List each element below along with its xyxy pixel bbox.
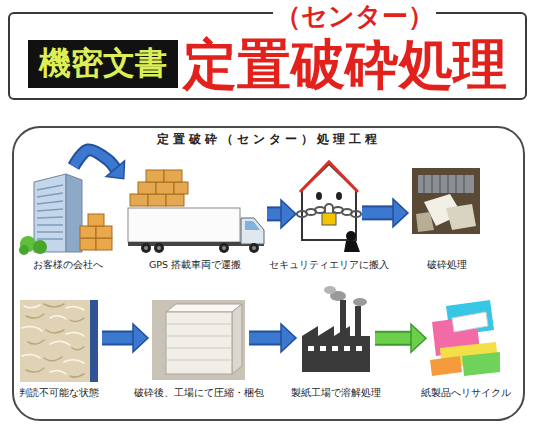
- arrow-shaft: [362, 207, 394, 218]
- step-caption: 製紙工場で溶解処理: [291, 388, 381, 398]
- arrow-head: [281, 200, 296, 228]
- flow-arrow: [102, 324, 148, 352]
- paper-bale-photo: [152, 300, 245, 380]
- step-caption: 破砕処理: [427, 260, 467, 270]
- step-caption: セキュリティエリアに搬入: [269, 260, 389, 270]
- flow-arrow: [249, 324, 296, 352]
- arrow-shaft: [102, 333, 134, 344]
- arrow-outline: [375, 331, 412, 346]
- title-ruby: （センター）: [273, 2, 436, 31]
- arrow-outline: [102, 331, 134, 346]
- flow-arrow: [267, 200, 296, 228]
- process-step: 破砕処理: [410, 163, 483, 270]
- process-step: 製紙工場で溶解処理: [298, 300, 373, 398]
- step-caption: 破砕後、工場にて圧縮・梱包: [134, 388, 264, 398]
- arrow-head: [106, 161, 124, 179]
- process-step: 判読不可能な状態: [18, 298, 100, 398]
- locked-house-illustration: [297, 162, 361, 252]
- arrow-shaft: [375, 333, 412, 344]
- step-caption: 紙製品へリサイクル: [421, 388, 511, 398]
- arrow-shaft: [249, 333, 282, 344]
- cardboard-boxes-illustration: [130, 170, 188, 206]
- arrow-shaft: [267, 208, 282, 219]
- process-step: お客様の会社へ: [20, 168, 115, 270]
- arrow-outline: [267, 206, 282, 221]
- process-step: セキュリティエリアに搬入: [298, 158, 360, 270]
- process-step: 紙製品へリサイクル: [428, 298, 503, 398]
- arrow-head: [411, 324, 426, 352]
- frame-heading: 定置破砕（センター）処理工程: [14, 133, 523, 146]
- office-building-illustration: [19, 174, 112, 255]
- label-box: 機密文書: [28, 40, 178, 88]
- process-frame: 定置破砕（センター）処理工程お客様の会社へ GPS 搭載車両で運搬 セキュリティエリ…: [12, 126, 525, 421]
- truck-illustration: [128, 208, 264, 253]
- title-text: 定置破砕処理: [183, 38, 507, 92]
- process-step: GPS 搭載車両で運搬: [125, 168, 265, 270]
- arrow-outline: [74, 150, 116, 170]
- paper-mill-illustration: [302, 286, 370, 372]
- header-box: （センター）定置破砕処理機密文書: [8, 12, 527, 100]
- arrow-head: [133, 324, 148, 352]
- flow-arrow: [375, 324, 426, 352]
- arrow-outline: [249, 331, 282, 346]
- process-step: 破砕後、工場にて圧縮・梱包: [150, 298, 247, 398]
- flow-arrow: [74, 150, 125, 179]
- flow-arrow: [362, 199, 408, 227]
- label-text: 機密文書: [28, 47, 178, 79]
- arrow-outline: [362, 205, 394, 220]
- shredded-paper-photo: [20, 300, 98, 382]
- step-caption: お客様の会社へ: [33, 260, 103, 270]
- shredder-photo: [412, 168, 480, 234]
- arrow-head: [393, 199, 408, 227]
- step-caption: 判読不可能な状態: [19, 388, 99, 398]
- step-caption: GPS 搭載車両で運搬: [149, 260, 241, 270]
- paper-products-illustration: [430, 300, 500, 376]
- arrow-shaft: [74, 150, 116, 170]
- arrow-head: [281, 324, 296, 352]
